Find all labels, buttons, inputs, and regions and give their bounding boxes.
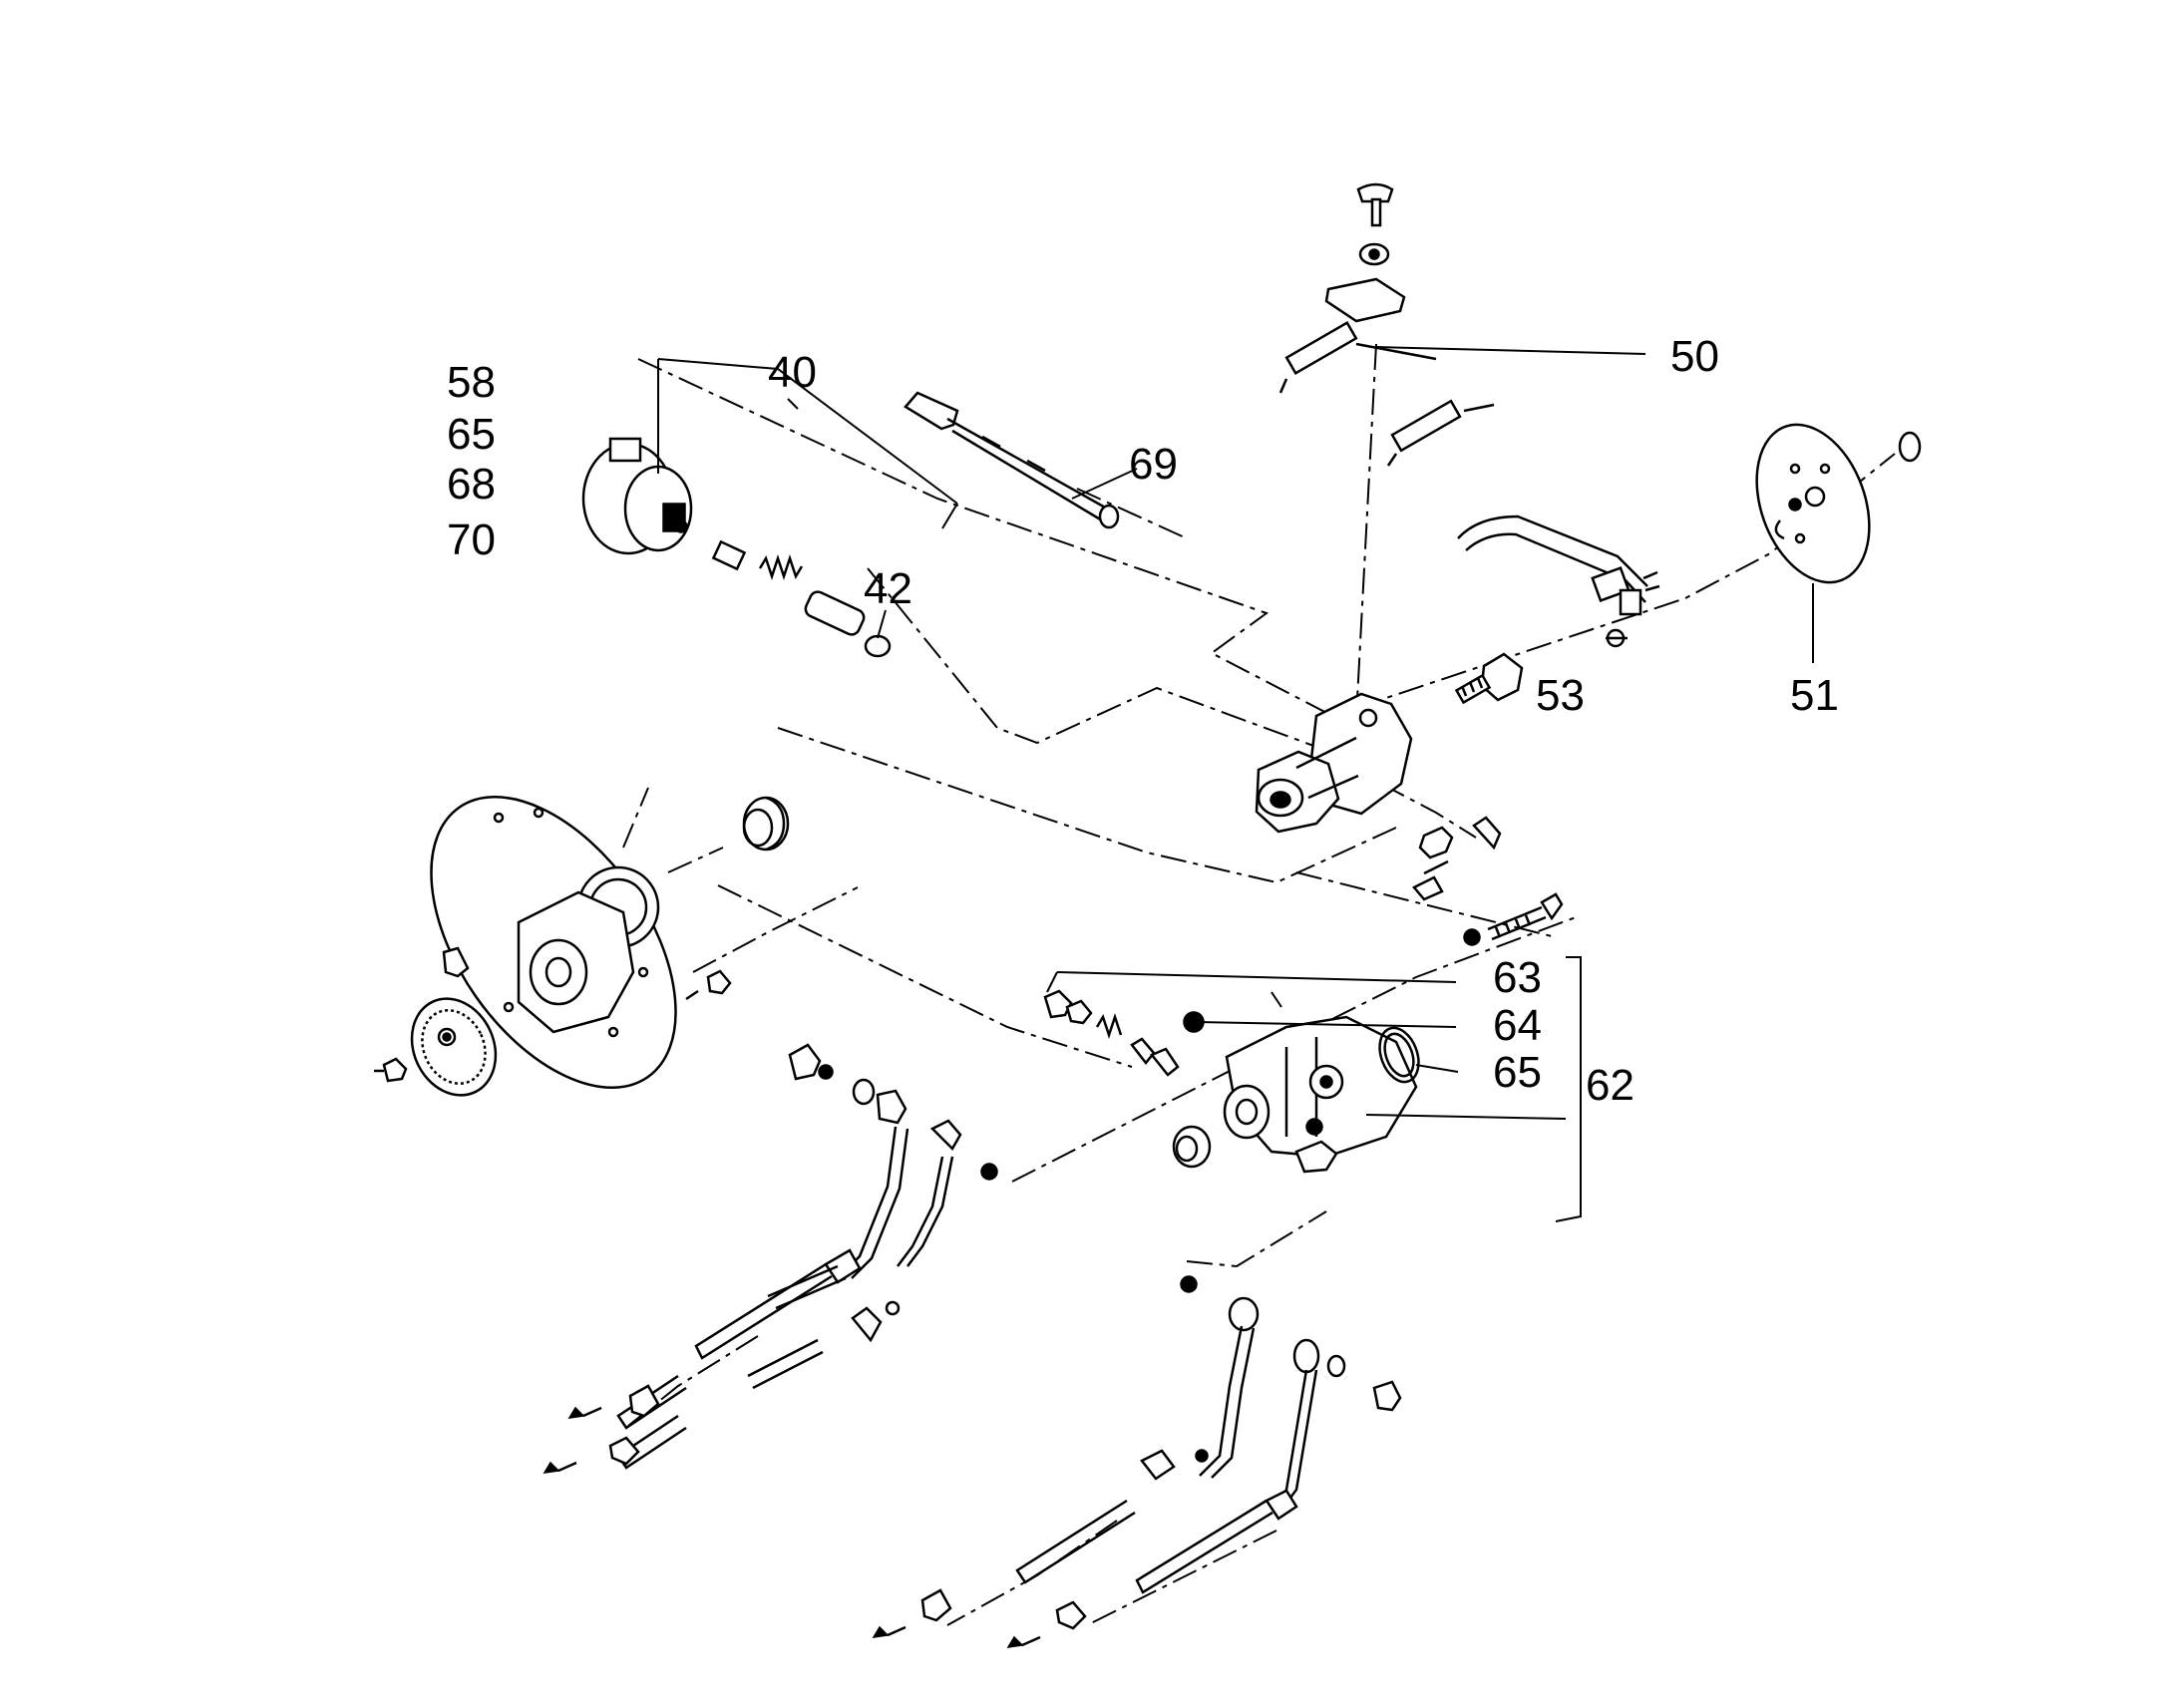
- round-plate-part: [1755, 423, 1922, 584]
- top-linkage-part: [1278, 182, 1495, 467]
- callout-40: 40: [768, 348, 817, 397]
- callout-64: 64: [1493, 1001, 1542, 1050]
- bolt-53-part: [1454, 652, 1524, 705]
- valve-63-parts: [1043, 989, 1180, 1077]
- callout-65-top: 65: [447, 410, 496, 459]
- plunger-assembly: [711, 539, 892, 658]
- cap-part: [742, 796, 790, 852]
- centerlines: [622, 343, 1896, 1626]
- disc-bolts: [442, 946, 732, 1001]
- callout-70: 70: [447, 515, 496, 564]
- callout-68: 68: [447, 460, 496, 509]
- cable-rod-part: [904, 391, 1120, 529]
- wire-harness-part: [1457, 514, 1660, 648]
- callout-50: 50: [1670, 332, 1719, 381]
- flange-disc-part: [430, 796, 677, 1089]
- callout-53: 53: [1536, 671, 1585, 720]
- leader-lines: [657, 346, 1814, 1222]
- fitting-parts: [1412, 816, 1502, 901]
- right-pipe-assembly: [872, 1275, 1402, 1648]
- callout-labels: 58 65 68 70 40 69 42 50 53 51 63 64 65 6…: [447, 332, 1839, 1110]
- long-screw-part: [1463, 892, 1564, 946]
- callout-51: 51: [1790, 671, 1839, 720]
- solenoid-part: [581, 437, 693, 555]
- gear-part: [374, 997, 498, 1097]
- pump-62-part: [1223, 1015, 1418, 1174]
- callout-63: 63: [1493, 953, 1542, 1002]
- callout-65-bottom: 65: [1493, 1048, 1542, 1097]
- bushing-part: [1172, 1125, 1212, 1169]
- callout-62: 62: [1586, 1061, 1635, 1110]
- central-housing-part: [1255, 692, 1413, 834]
- callout-58: 58: [447, 358, 496, 407]
- left-pipe-assembly: [543, 1043, 998, 1474]
- o-ring-65-part: [1378, 1026, 1420, 1084]
- callout-69: 69: [1129, 440, 1178, 489]
- callout-42: 42: [864, 564, 912, 613]
